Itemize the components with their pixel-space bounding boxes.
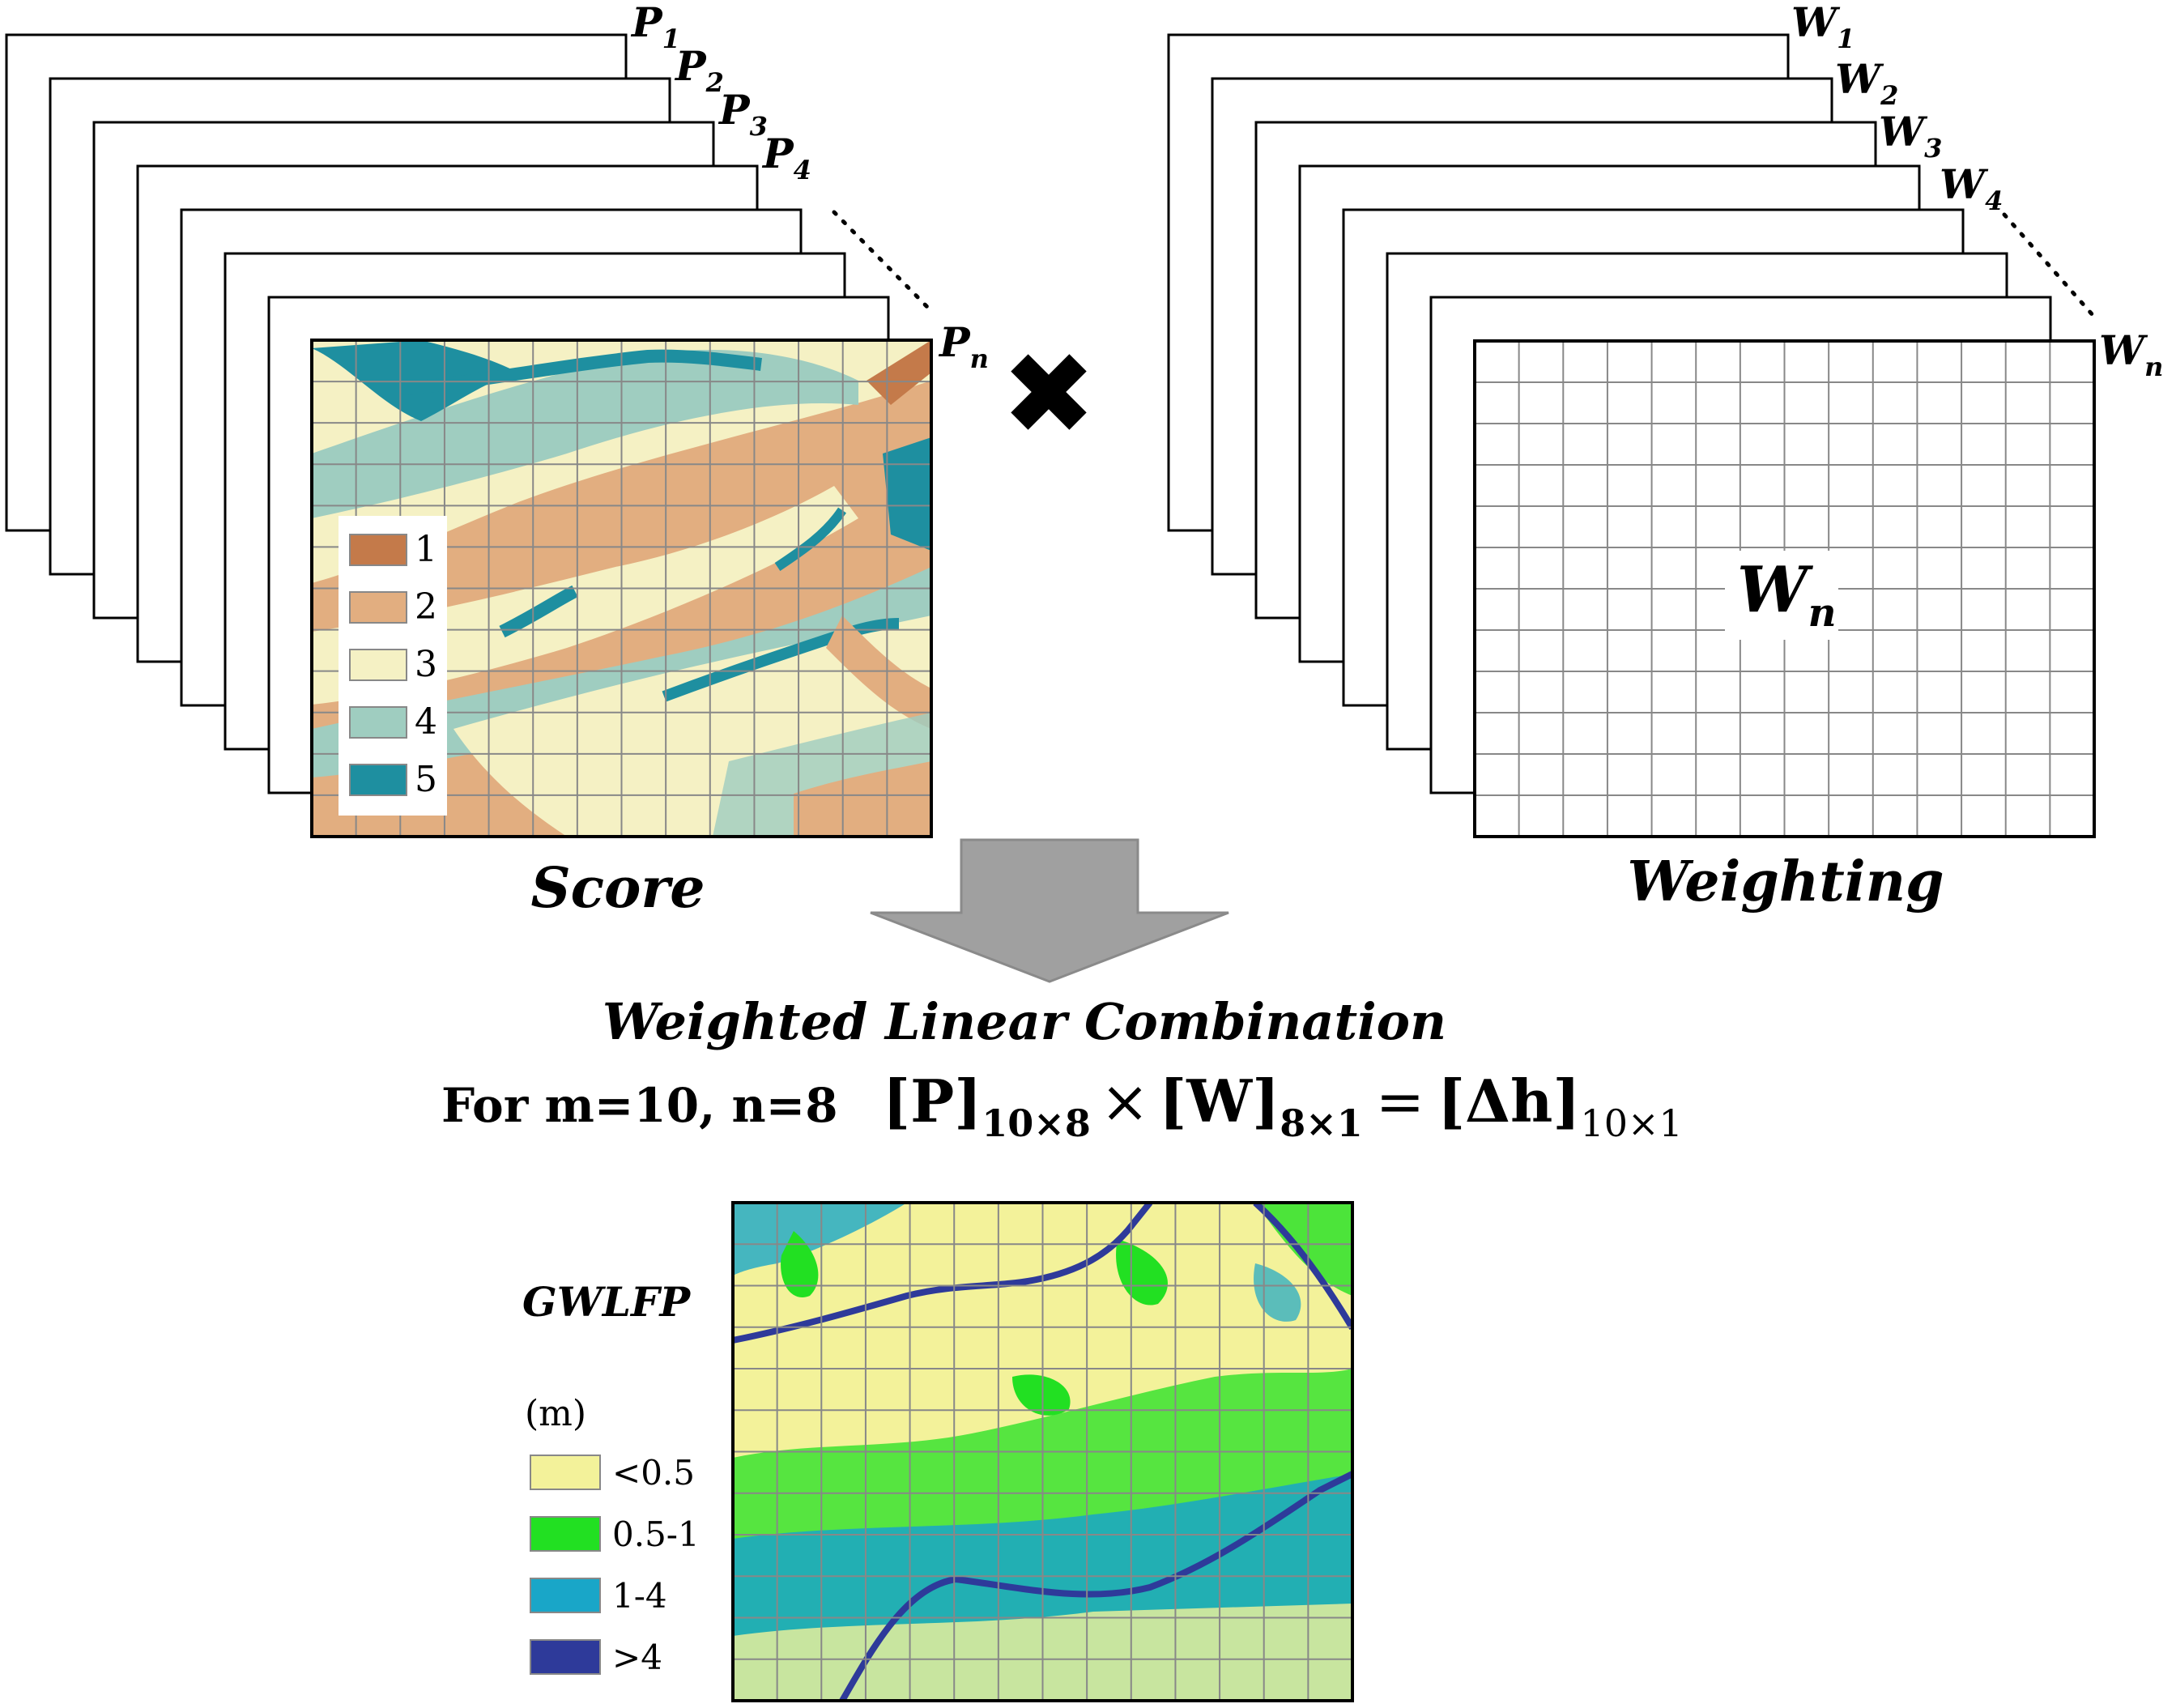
multiply-icon: ✖ <box>1001 329 1096 461</box>
result-legend-swatch <box>530 1455 601 1490</box>
result-legend-item: >4 <box>530 1638 662 1677</box>
weight-grid-frame <box>1473 339 2096 838</box>
combination-condition: For m=10, n=8 <box>441 1078 838 1133</box>
weight-caption: Weighting <box>1627 850 1944 914</box>
score-caption: Score <box>531 856 705 921</box>
weight-ellipsis <box>2002 212 2096 318</box>
score-legend-item: 1 <box>349 529 437 570</box>
score-legend-label: 1 <box>415 529 437 570</box>
score-legend-swatch <box>349 649 407 681</box>
score-layer-label: P2 <box>674 42 724 98</box>
weight-layer-label: Wn <box>2099 326 2163 382</box>
down-arrow-icon <box>870 838 1229 983</box>
result-legend-item: <0.5 <box>530 1453 695 1493</box>
score-layer-label: P1 <box>630 0 680 54</box>
combination-equation: [P]10×8×[W]8×1=[Δh]10×1 <box>883 1067 1683 1145</box>
score-legend-swatch <box>349 591 407 624</box>
result-legend-swatch <box>530 1516 601 1552</box>
combination-title: Weighted Linear Combination <box>603 992 1446 1051</box>
weight-layer-label: W4 <box>1940 160 2003 216</box>
score-layer-label: Pn <box>938 318 989 374</box>
score-legend-swatch <box>349 706 407 739</box>
score-legend-label: 5 <box>415 759 437 800</box>
result-legend-item: 1-4 <box>530 1576 667 1616</box>
result-legend-swatch <box>530 1578 601 1613</box>
score-legend-item: 4 <box>349 701 437 743</box>
weight-layer-label: W2 <box>1835 55 1898 111</box>
score-legend-label: 2 <box>415 586 437 628</box>
result-title: GWLFP <box>522 1278 692 1326</box>
result-map <box>731 1201 1354 1702</box>
score-legend-label: 3 <box>415 644 437 685</box>
score-legend-swatch <box>349 764 407 796</box>
score-legend-swatch <box>349 534 407 566</box>
result-legend-swatch <box>530 1639 601 1675</box>
result-map-grid <box>733 1203 1352 1701</box>
score-layer-label: P3 <box>718 86 768 142</box>
result-map-frame <box>731 1201 1354 1702</box>
score-legend-item: 5 <box>349 759 437 800</box>
score-ellipsis <box>832 210 932 312</box>
score-legend-label: 4 <box>415 701 437 743</box>
result-legend-label: 0.5-1 <box>612 1514 700 1554</box>
score-legend-item: 3 <box>349 644 437 685</box>
result-legend-label: 1-4 <box>612 1576 667 1616</box>
score-map-frame <box>310 339 933 838</box>
weight-layer-label: W1 <box>1791 0 1854 54</box>
weight-layer-label: W3 <box>1879 108 1942 164</box>
score-layer-labels: P1 P2 P3 P4 Pn <box>630 0 989 374</box>
weight-layer-labels: W1 W2 W3 W4 Wn <box>1791 0 2163 382</box>
result-legend-label: >4 <box>612 1638 662 1677</box>
weight-center-label: Wn <box>1725 551 1838 640</box>
result-legend-label: <0.5 <box>612 1453 695 1493</box>
result-unit: (m) <box>525 1393 586 1434</box>
score-legend: 1 2 3 4 5 <box>339 516 447 816</box>
weight-grid-layer: Wn <box>1473 339 2096 838</box>
result-legend: GWLFP (m) <0.5 0.5-1 1-4 >4 <box>522 1278 700 1677</box>
result-legend-item: 0.5-1 <box>530 1514 700 1554</box>
score-layer-label: P4 <box>761 130 811 185</box>
svg-text:Wn: Wn <box>1737 553 1837 636</box>
score-map <box>310 339 933 838</box>
score-legend-item: 2 <box>349 586 437 628</box>
